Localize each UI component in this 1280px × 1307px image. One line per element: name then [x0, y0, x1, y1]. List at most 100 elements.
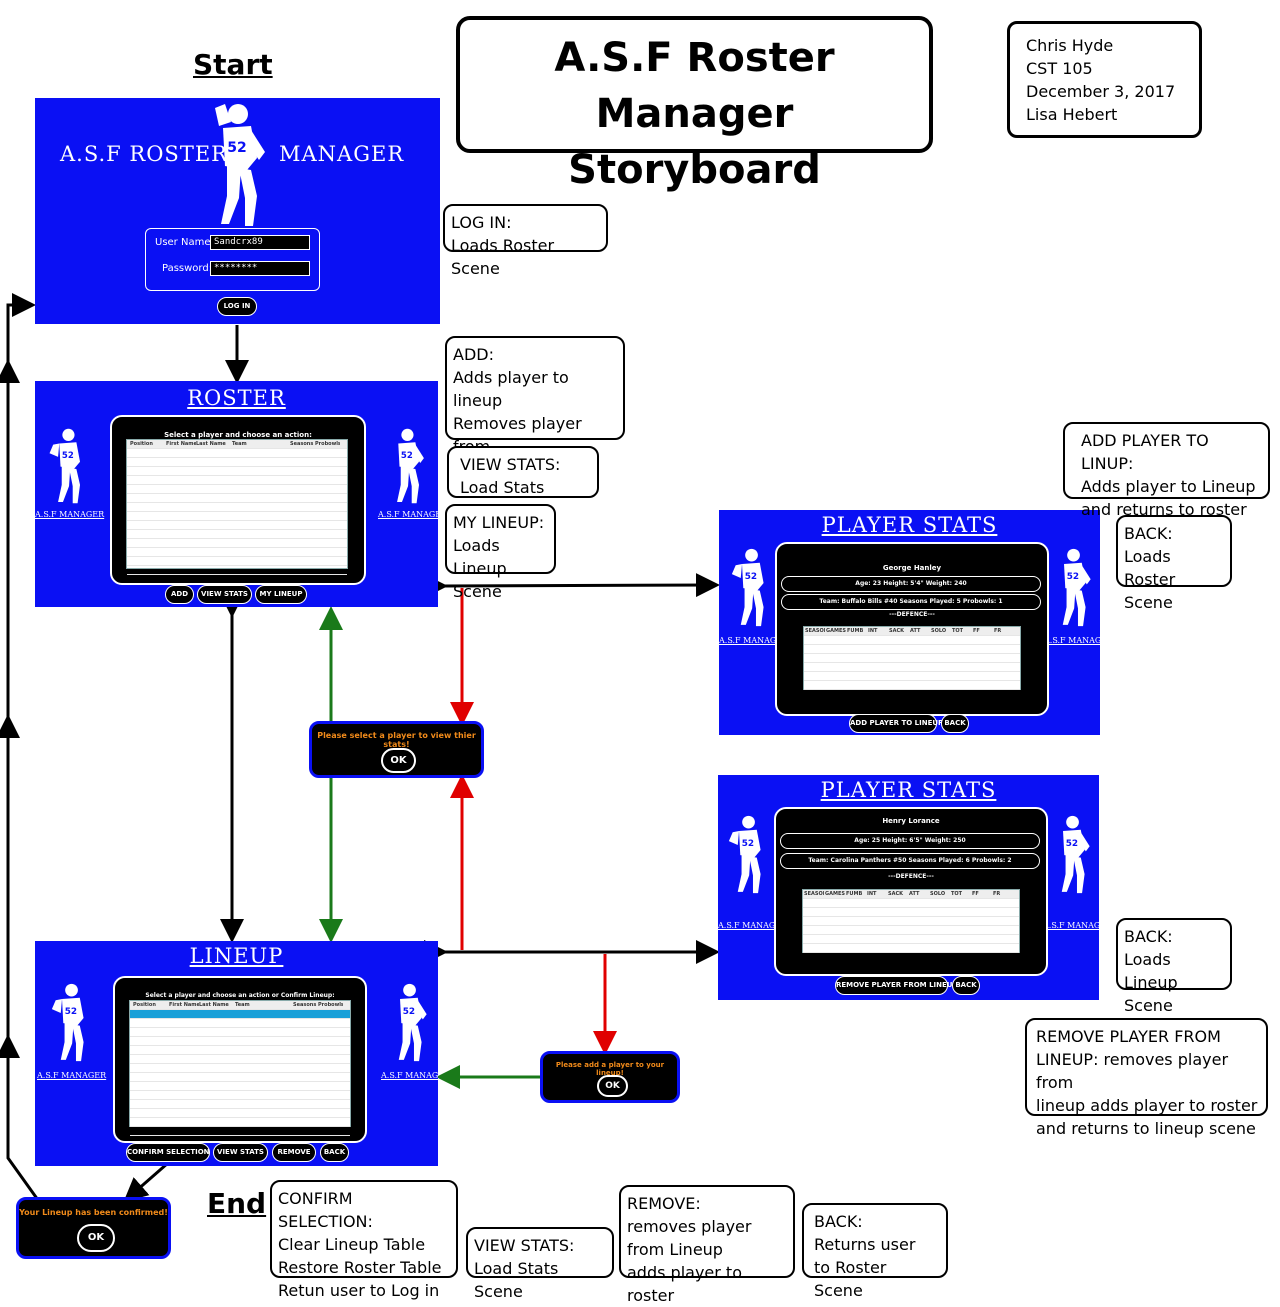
table-row[interactable] — [803, 917, 1019, 926]
my-lineup-button[interactable]: MY LINEUP — [255, 585, 307, 604]
note-add: ADD: Adds player to lineup Removes playe… — [445, 336, 625, 479]
football-player-icon: 52 — [1061, 815, 1090, 894]
author-info: Chris Hyde CST 105 December 3, 2017 Lisa… — [1007, 21, 1202, 138]
table-row[interactable] — [804, 672, 1020, 681]
back-button[interactable]: BACK — [941, 714, 969, 733]
roster-logo-left: A.S.F MANAGER — [35, 510, 105, 519]
table-row[interactable] — [130, 1073, 350, 1082]
stat-column-header: INT — [867, 891, 877, 897]
note-view-stats-1: VIEW STATS: Load Stats Scene — [447, 446, 599, 520]
table-row[interactable] — [127, 449, 347, 458]
col-last-name: Last Name — [196, 441, 226, 447]
stat-column-header: ATT — [910, 628, 921, 634]
roster-caption: Select a player and choose an action: — [164, 431, 312, 439]
table-row[interactable] — [127, 548, 347, 557]
table-row[interactable] — [127, 539, 347, 548]
table-row[interactable] — [127, 467, 347, 476]
svg-text:52: 52 — [1066, 839, 1078, 849]
note-add-to-lineup: ADD PLAYER TO LINUP: Adds player to Line… — [1063, 422, 1270, 519]
select-player-dialog: Please select a player to view thier sta… — [309, 721, 484, 778]
view-stats-button[interactable]: VIEW STATS — [213, 1143, 268, 1162]
table-row[interactable] — [130, 1019, 350, 1028]
table-row[interactable] — [127, 494, 347, 503]
table-row[interactable] — [127, 512, 347, 521]
stats-table-2: SEASONGAMESFUMBINTSACKATTSOLOTOTFFFR — [802, 889, 1020, 953]
table-row[interactable] — [803, 899, 1019, 908]
table-row[interactable] — [130, 1118, 350, 1127]
confirm-selection-button[interactable]: CONFIRM SELECTION — [126, 1143, 210, 1162]
table-row[interactable] — [127, 503, 347, 512]
note-log-in: LOG IN: Loads Roster Scene — [443, 204, 608, 278]
stat-column-header: GAMES — [825, 891, 845, 897]
stats2-logo-left: A.S.F MANAGER — [718, 921, 788, 930]
title-line-1: A.S.F Roster Manager — [554, 35, 835, 137]
table-row[interactable] — [130, 1064, 350, 1073]
table-row[interactable] — [804, 645, 1020, 654]
username-input[interactable]: Sandcrx89 — [210, 235, 310, 250]
col-probowls: Probowls — [315, 441, 340, 447]
remove-button[interactable]: REMOVE — [272, 1143, 316, 1162]
ok-button[interactable]: OK — [77, 1224, 115, 1252]
col-last-name: Last Name — [199, 1002, 229, 1008]
table-row[interactable] — [130, 1010, 350, 1019]
author-name: Chris Hyde — [1026, 36, 1114, 55]
lineup-scene: LINEUP 52 52 A.S.F MANAGER A.S.F MANAGER… — [35, 941, 438, 1166]
table-row[interactable] — [130, 1127, 350, 1136]
stat-column-header: SEASON — [805, 628, 825, 634]
view-stats-button[interactable]: VIEW STATS — [197, 585, 252, 604]
table-row[interactable] — [127, 566, 347, 575]
svg-text:52: 52 — [742, 839, 754, 849]
password-input[interactable]: ******** — [210, 261, 310, 276]
player-name-1: George Hanley — [882, 564, 942, 572]
add-player-to-lineup-button[interactable]: ADD PLAYER TO LINEUP — [849, 714, 943, 733]
table-row[interactable] — [804, 636, 1020, 645]
defence-label-1: ---DEFENCE--- — [889, 611, 935, 618]
defence-label-2: ---DEFENCE--- — [888, 873, 934, 880]
login-button[interactable]: LOG IN — [217, 297, 257, 316]
table-row[interactable] — [130, 1082, 350, 1091]
table-row[interactable] — [130, 1100, 350, 1109]
table-row[interactable] — [130, 1046, 350, 1055]
col-seasons: Seasons — [290, 441, 314, 447]
stat-column-header: INT — [868, 628, 878, 634]
lineup-panel: Select a player and choose an action or … — [113, 976, 367, 1143]
arrow-lineup-to-confirmed — [123, 1161, 169, 1202]
add-button[interactable]: ADD — [165, 585, 194, 604]
table-row[interactable] — [130, 1055, 350, 1064]
arrow-confirmed-to-login — [6, 293, 40, 1201]
football-player-icon: 52 — [398, 983, 427, 1062]
stat-column-header: TOT — [952, 628, 964, 634]
table-row[interactable] — [127, 458, 347, 467]
password-label: Password: — [162, 263, 213, 274]
back-button[interactable]: BACK — [952, 976, 980, 995]
table-row[interactable] — [803, 944, 1019, 953]
table-row[interactable] — [804, 654, 1020, 663]
stat-column-header: GAMES — [826, 628, 846, 634]
table-row[interactable] — [803, 908, 1019, 917]
table-row[interactable] — [803, 935, 1019, 944]
table-row[interactable] — [127, 476, 347, 485]
back-button[interactable]: BACK — [320, 1143, 349, 1162]
login-form: User Name: Sandcrx89 Password: ******** — [145, 228, 320, 291]
ok-button[interactable]: OK — [597, 1075, 628, 1097]
table-row[interactable] — [130, 1109, 350, 1118]
course: CST 105 — [1026, 59, 1093, 78]
table-row[interactable] — [127, 521, 347, 530]
table-row[interactable] — [803, 926, 1019, 935]
table-row[interactable] — [127, 485, 347, 494]
table-row[interactable] — [804, 663, 1020, 672]
table-row[interactable] — [130, 1028, 350, 1037]
table-row[interactable] — [127, 557, 347, 566]
stat-column-header: SACK — [888, 891, 904, 897]
svg-text:52: 52 — [227, 140, 246, 156]
remove-player-from-lineup-button[interactable]: REMOVE PLAYER FROM LINEUP — [835, 976, 958, 995]
table-row[interactable] — [804, 681, 1020, 690]
flow-arrows — [0, 293, 720, 1202]
confirmed-dialog: Your Lineup has been confirmed! OK — [16, 1197, 171, 1259]
table-row[interactable] — [130, 1037, 350, 1046]
table-row[interactable] — [127, 530, 347, 539]
ok-button[interactable]: OK — [381, 748, 416, 773]
table-row[interactable] — [130, 1091, 350, 1100]
